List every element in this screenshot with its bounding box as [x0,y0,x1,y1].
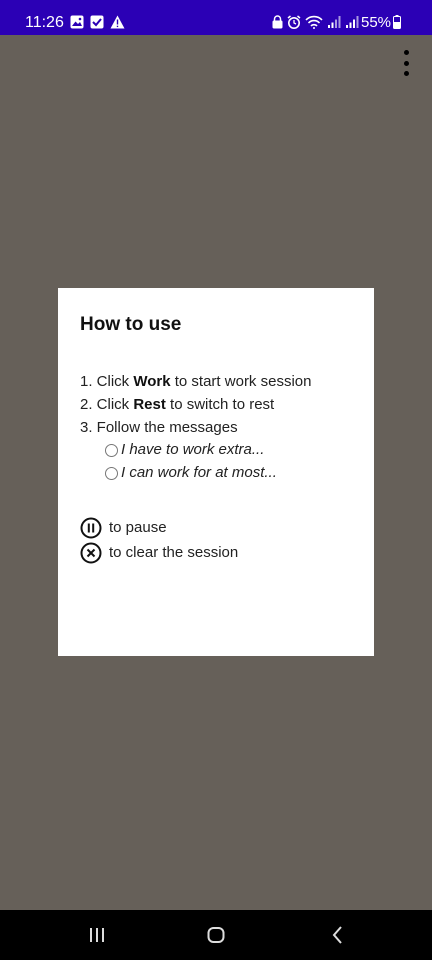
status-bar: 11:26 [0,0,432,35]
alarm-icon [287,15,301,29]
home-icon[interactable] [206,925,226,945]
battery-icon [393,15,401,29]
step-2: 2. Click Rest to switch to rest [80,396,274,414]
step-text: to start work session [170,373,312,390]
legend-text: to pause [109,519,167,536]
status-left-icons [70,15,125,29]
option-work-at-most: I can work for at most... [105,464,277,482]
how-to-use-dialog: How to use 1. Click Work to start work s… [58,288,374,656]
step-text: 1. Click [80,373,134,390]
option-work-extra: I have to work extra... [105,441,264,459]
step-keyword: Rest [133,396,166,413]
battery-percentage: 55% [361,14,392,31]
lock-icon [272,15,283,29]
status-time: 11:26 [25,14,64,31]
signal-icon [346,16,359,28]
system-navigation-bar [0,910,432,960]
legend-pause: to pause [80,517,167,539]
more-vert-icon [403,50,409,55]
pause-circle-icon [80,517,102,539]
more-vert-icon [403,60,409,66]
overflow-menu-button[interactable] [396,50,416,76]
signal-icon [328,16,341,28]
option-label: I can work for at most... [121,464,277,481]
warning-icon [110,15,125,29]
option-label: I have to work extra... [121,441,265,458]
radio-button-icon [105,443,118,457]
radio-button-icon [105,466,118,480]
step-3: 3. Follow the messages [80,419,238,437]
back-icon[interactable] [328,925,348,945]
step-1: 1. Click Work to start work session [80,373,311,391]
step-keyword: Work [133,373,171,390]
more-vert-icon [403,71,409,76]
status-right-icons [272,15,359,29]
clear-circle-icon [80,542,102,564]
gallery-icon [70,15,84,29]
legend-text: to clear the session [109,544,239,561]
wifi-icon [305,15,323,29]
step-text: 3. Follow the messages [80,419,238,436]
check-box-icon [90,15,104,29]
recent-apps-icon[interactable] [87,925,107,945]
legend-clear: to clear the session [80,542,238,564]
dialog-title: How to use [80,314,182,335]
step-text: to switch to rest [165,396,275,413]
step-text: 2. Click [80,396,134,413]
